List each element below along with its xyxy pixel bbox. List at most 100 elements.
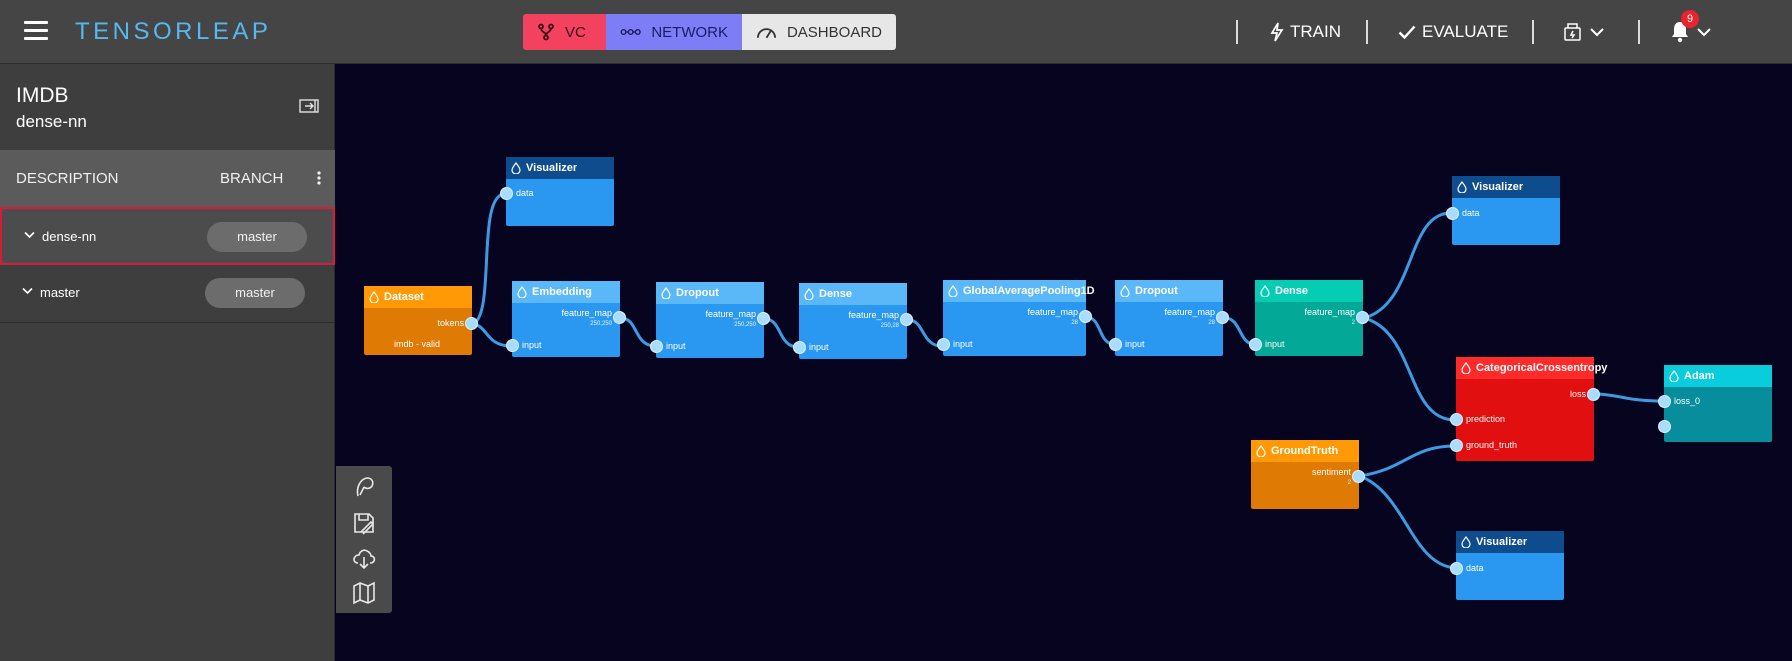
output-shape: 250,250 [590,321,612,327]
node-dense[interactable]: Dense feature_map 250,28 input [793,283,913,359]
input-port[interactable] [1658,420,1671,433]
train-button[interactable]: TRAIN [1270,20,1341,44]
port-label: input [809,342,829,352]
output-port[interactable] [1356,311,1369,324]
branch-pill[interactable]: master [207,222,307,252]
edge [1594,392,1664,403]
port-label: data [1466,563,1484,573]
drop-icon [1256,445,1266,457]
node-visualizer[interactable]: Visualizer data [500,157,614,226]
version-row[interactable]: master master [0,265,335,323]
input-port[interactable] [1450,562,1463,575]
input-port[interactable] [1249,338,1262,351]
tab-network[interactable]: NETWORK [606,14,742,50]
edge [1359,444,1456,478]
output-port[interactable] [1079,310,1092,323]
output-port[interactable] [1216,311,1229,324]
versions-table-header: DESCRIPTION BRANCH [0,150,335,207]
train-label: TRAIN [1290,22,1341,41]
node-title: CategoricalCrossentropy [1476,362,1608,374]
chevron-down-icon [1590,28,1604,37]
node-visualizer[interactable]: Visualizer data [1446,176,1560,245]
node-visualizer[interactable]: Visualizer data [1450,531,1564,600]
drop-icon [1260,285,1270,297]
edge [1363,211,1452,320]
output-shape: 28 [1208,320,1215,326]
node-title: Dense [1275,285,1309,297]
port-label: input [666,341,686,351]
input-port[interactable] [937,338,950,351]
output-port[interactable] [1587,388,1600,401]
input-port[interactable] [1450,413,1463,426]
node-embedding[interactable]: Embedding feature_map 250,250 input [506,281,626,357]
sidebar: IMDB dense-nn DESCRIPTION BRANCH dense-n… [0,64,335,661]
drop-icon [1461,536,1471,548]
drop-icon [804,288,814,300]
evaluate-button[interactable]: EVALUATE [1398,20,1508,44]
save-icon[interactable] [351,510,377,536]
input-port[interactable] [1109,338,1122,351]
drop-icon [1457,181,1467,193]
node-title: Dataset [384,291,424,303]
input-port[interactable] [506,339,519,352]
node-title: Visualizer [526,162,578,174]
edge [620,316,656,348]
jobs-menu-button[interactable] [1563,20,1611,44]
collapse-panel-icon[interactable] [299,98,321,114]
node-title: GlobalAveragePooling1D [963,285,1095,297]
menu-icon[interactable] [24,21,48,41]
port-label: sentiment [1311,467,1351,477]
output-shape: 250,250 [734,322,756,328]
input-port[interactable] [1446,207,1459,220]
version-name: dense-nn [42,229,97,244]
node-global-average-pooling[interactable]: GlobalAveragePooling1D feature_map 28 in… [937,280,1095,356]
output-port[interactable] [757,312,770,325]
edge [1363,316,1456,422]
node-title: Adam [1684,370,1715,382]
evaluate-label: EVALUATE [1422,22,1509,41]
input-port[interactable] [1658,395,1671,408]
input-port[interactable] [500,187,513,200]
project-name: IMDB [16,84,69,107]
node-dropout[interactable]: Dropout feature_map 28 input [1109,280,1229,356]
node-adam-optimizer[interactable]: Adam loss_0 [1658,365,1772,442]
edge [764,317,799,349]
output-shape: 28 [1071,320,1078,326]
network-canvas[interactable]: Visualizer data Dataset tokens imdb - va… [336,64,1792,661]
branch-icon [538,23,554,41]
drop-icon [1120,285,1130,297]
tab-vc[interactable]: VC [523,14,606,50]
input-port[interactable] [793,341,806,354]
cloud-download-icon[interactable] [351,545,377,571]
view-tabs: VC NETWORK DASHBOARD [523,14,896,50]
node-categorical-crossentropy[interactable]: CategoricalCrossentropy loss prediction … [1450,357,1607,461]
output-port[interactable] [1352,470,1365,483]
drop-icon [661,287,671,299]
tab-dashboard-label: DASHBOARD [786,23,882,41]
tab-dashboard[interactable]: DASHBOARD [742,14,896,50]
node-dense[interactable]: Dense feature_map 2 input [1249,280,1369,356]
node-ground-truth[interactable]: GroundTruth sentiment 2 [1251,440,1365,509]
output-port[interactable] [465,317,478,330]
drop-icon [1461,362,1471,374]
more-vertical-icon[interactable] [316,170,322,186]
input-port[interactable] [1450,439,1463,452]
top-bar: TENSORLEAP VC NETWORK DASH [0,0,1792,64]
tab-vc-label: VC [565,23,586,41]
map-icon[interactable] [351,580,377,606]
node-dropout[interactable]: Dropout feature_map 250,250 input [650,282,770,358]
output-port[interactable] [613,311,626,324]
chevron-down-icon[interactable] [22,287,33,295]
output-port[interactable] [900,313,913,326]
node-title: Dropout [676,287,719,299]
brush-icon[interactable] [351,474,377,500]
branch-pill[interactable]: master [205,278,305,308]
version-row[interactable]: dense-nn master [0,207,335,265]
drop-icon [1669,370,1679,382]
node-dataset[interactable]: Dataset tokens imdb - valid [364,286,478,355]
port-label: feature_map [1027,307,1078,317]
separator [1236,20,1238,44]
input-port[interactable] [650,340,663,353]
chevron-down-icon[interactable] [24,231,35,239]
